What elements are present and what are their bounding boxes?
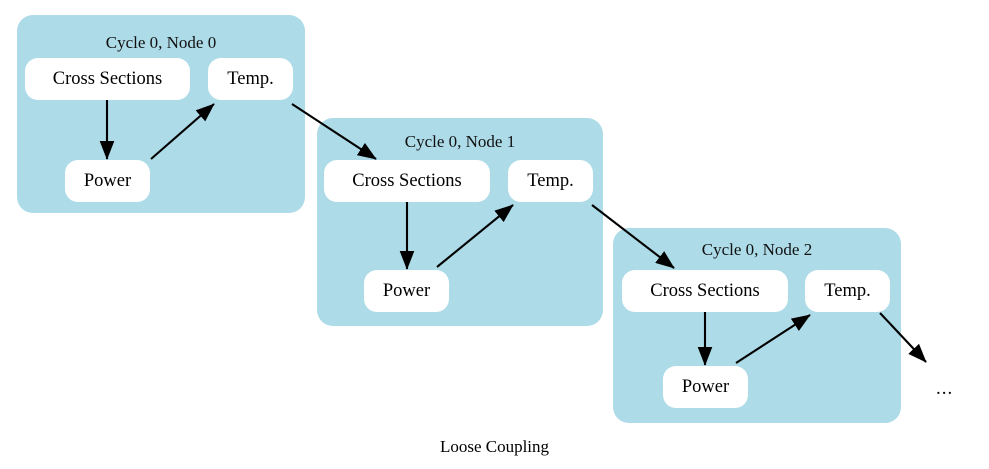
node-temp-0[interactable]: Temp. bbox=[208, 58, 293, 100]
node-power-2[interactable]: Power bbox=[663, 366, 748, 408]
node-cross-sections-1[interactable]: Cross Sections bbox=[324, 160, 490, 202]
panel-title-cycle0-node0: Cycle 0, Node 0 bbox=[105, 33, 217, 52]
node-power-0[interactable]: Power bbox=[65, 160, 150, 202]
panel-title-cycle0-node2: Cycle 0, Node 2 bbox=[701, 240, 813, 259]
panel-cycle0-node1: Cycle 0, Node 1 bbox=[317, 118, 603, 326]
panel-cycle0-node0: Cycle 0, Node 0 bbox=[17, 15, 305, 213]
panel-cycle0-node2: Cycle 0, Node 2 bbox=[613, 228, 901, 423]
panel-title-cycle0-node1: Cycle 0, Node 1 bbox=[404, 132, 516, 151]
node-power-1[interactable]: Power bbox=[364, 270, 449, 312]
continuation-ellipsis: ... bbox=[936, 378, 954, 399]
node-cross-sections-2[interactable]: Cross Sections bbox=[622, 270, 788, 312]
figure-caption: Loose Coupling bbox=[439, 437, 550, 456]
node-temp-2[interactable]: Temp. bbox=[805, 270, 890, 312]
node-temp-1[interactable]: Temp. bbox=[508, 160, 593, 202]
node-cross-sections-0[interactable]: Cross Sections bbox=[25, 58, 190, 100]
